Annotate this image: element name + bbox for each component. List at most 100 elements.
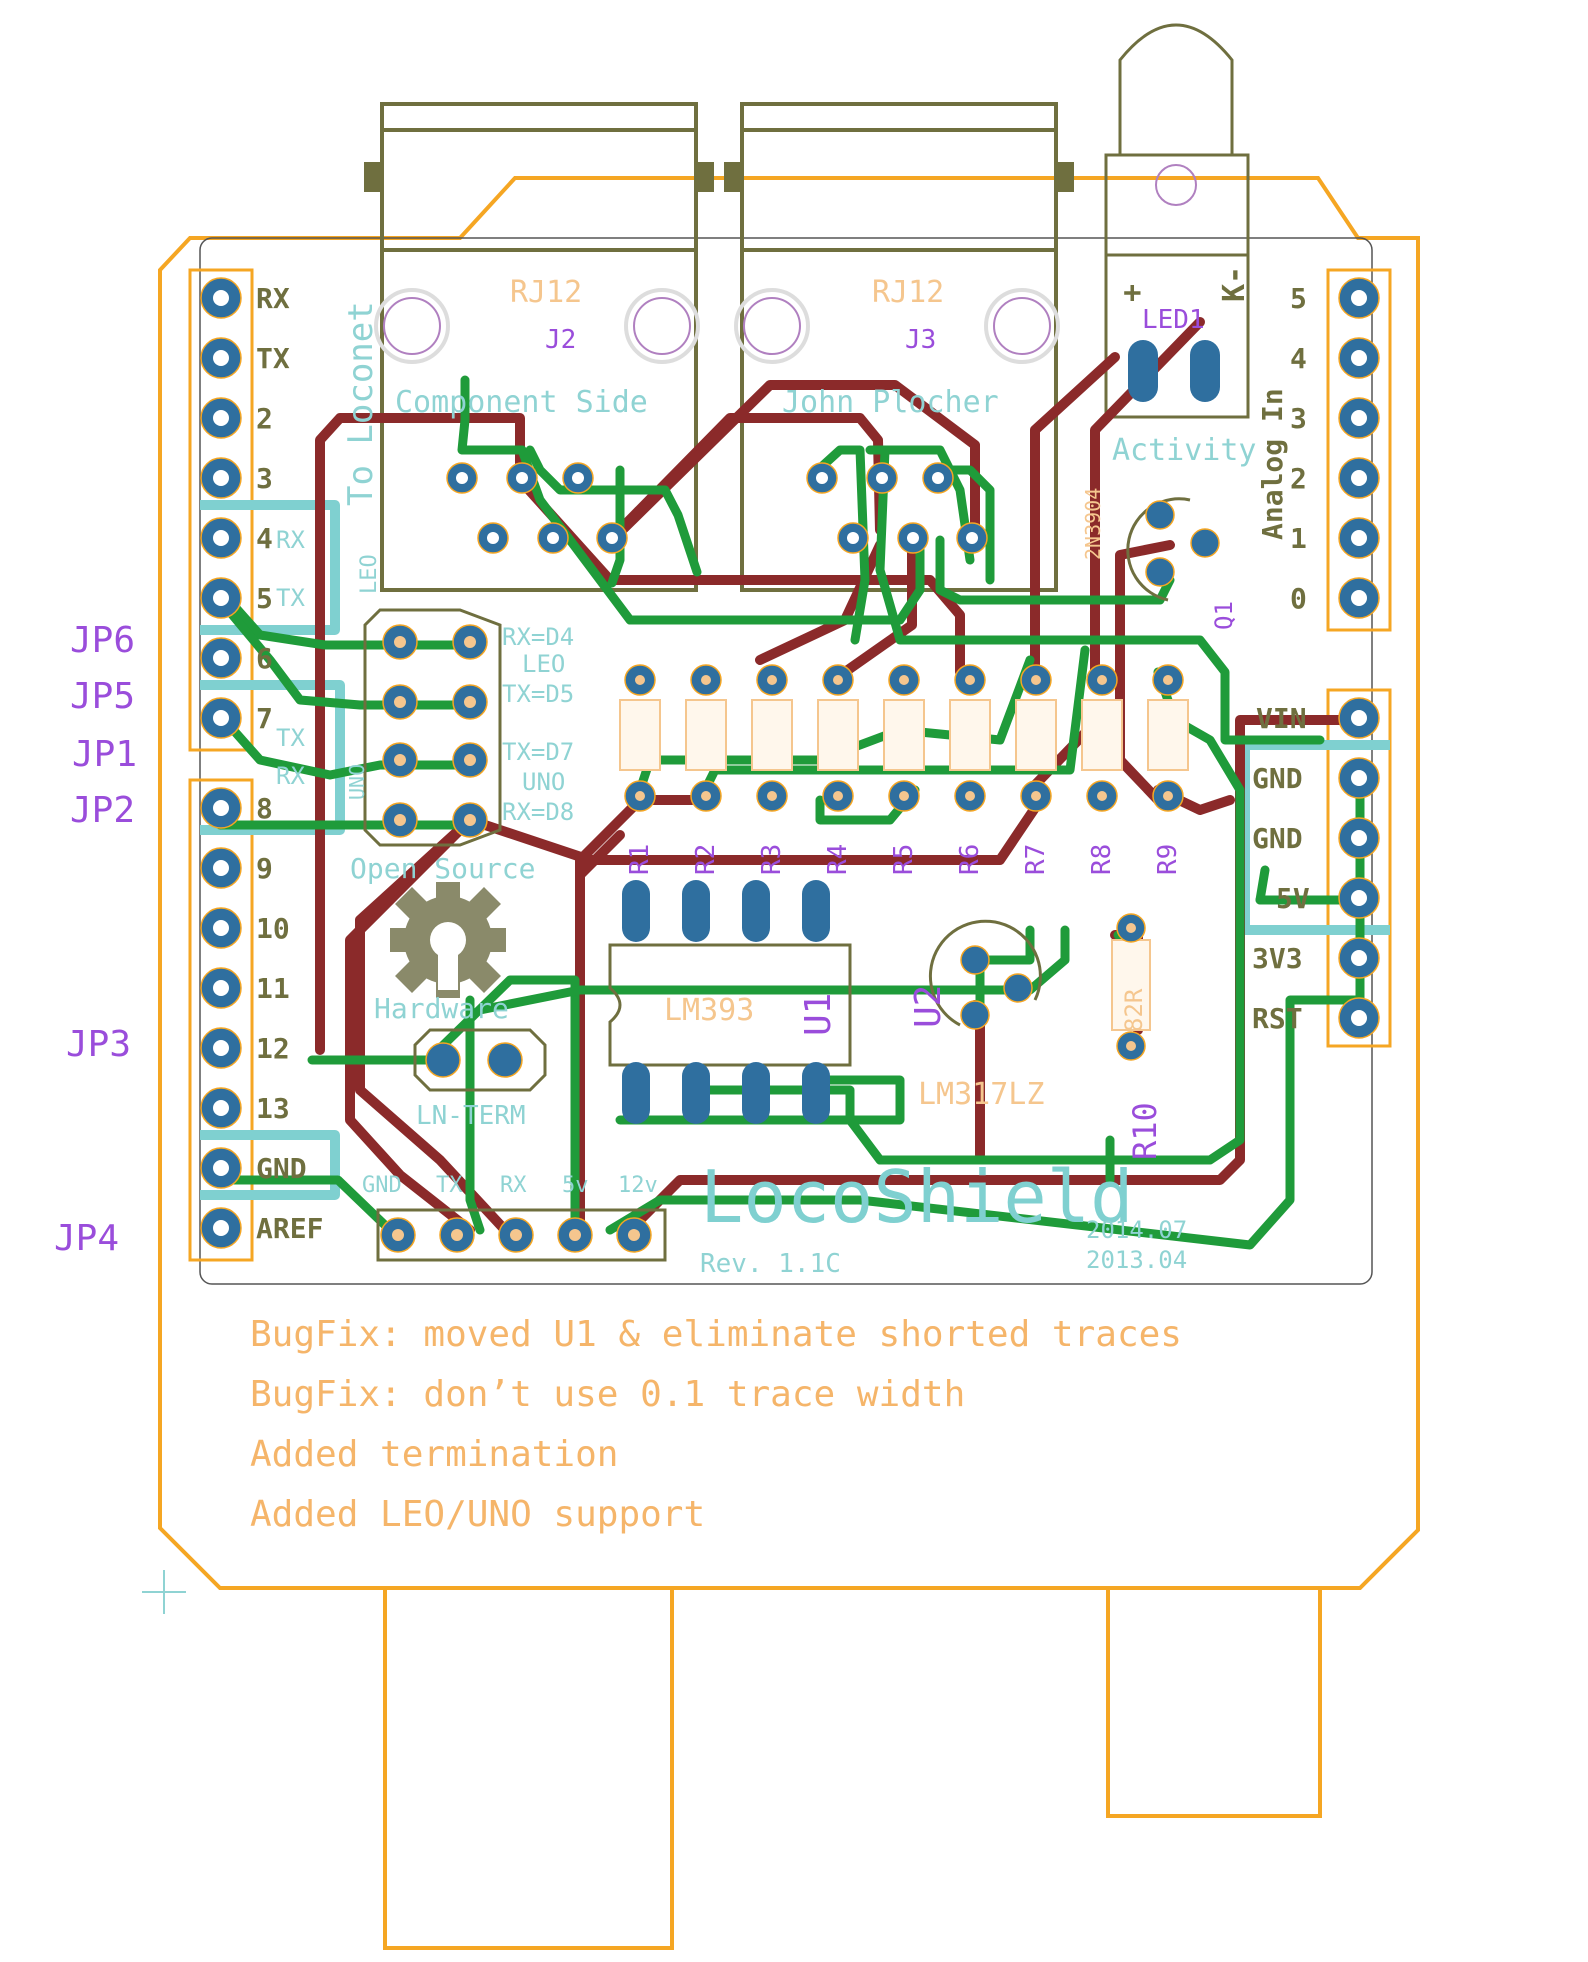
open-source-text: Open Source	[350, 852, 535, 885]
pin-label: 2	[1290, 462, 1307, 495]
pin-label: RX	[256, 282, 290, 315]
led-outline	[1104, 23, 1250, 419]
u2-regulator	[928, 919, 1042, 1030]
j3-value: RJ12	[872, 275, 944, 310]
hardware-text: Hardware	[374, 992, 509, 1025]
pin-label: 1	[1290, 522, 1307, 555]
led-name: LED1	[1142, 305, 1205, 335]
u2-name: U2	[908, 985, 949, 1028]
analog-header-pads	[1338, 277, 1380, 619]
pin-label: 13	[256, 1092, 290, 1125]
rx2-label: RX	[276, 762, 305, 790]
pin-label: 3	[256, 462, 273, 495]
u2-value: LM317LZ	[918, 1077, 1044, 1112]
pin-label: 8	[256, 792, 273, 825]
pin-label: 4	[1290, 342, 1307, 375]
jp1-label: JP1	[72, 734, 137, 775]
pin-label: 12	[256, 1032, 290, 1065]
led-plus: +	[1115, 284, 1150, 302]
uno-label: UNO	[522, 768, 565, 796]
r7-label: R7	[1021, 844, 1051, 875]
origin-cross	[142, 1570, 186, 1614]
u1-value: LM393	[664, 993, 754, 1028]
r10-value: 82R	[1120, 988, 1148, 1032]
date-2014: 2014.07	[1086, 1216, 1187, 1244]
resistor-pads	[624, 664, 1184, 1061]
tx-d5-label: TX=D5	[502, 680, 574, 708]
pin-label: 5	[256, 582, 273, 615]
pin-label: 5V	[1276, 882, 1310, 915]
q1-value: 2N3904	[1081, 488, 1105, 560]
analog-header-labels: 5 4 3 2 1 0 Analog In	[1256, 282, 1307, 615]
leo-label: LEO	[522, 650, 565, 678]
u1-name: U1	[798, 993, 839, 1036]
note-line: Added termination	[250, 1434, 618, 1475]
ln-term-jumper	[413, 1028, 547, 1092]
pin-label: VIN	[1256, 702, 1307, 735]
pin-label: AREF	[256, 1212, 323, 1245]
date-2013: 2013.04	[1086, 1246, 1187, 1274]
resistor-bodies	[619, 699, 1189, 1031]
pin-label: GND	[1252, 762, 1303, 795]
bottom-pin-gnd: GND	[362, 1173, 402, 1198]
r6-label: R6	[955, 844, 985, 875]
open-hardware-logo	[390, 882, 506, 998]
jumper-name-labels: JP6 JP5 JP1 JP2 JP3 JP4	[54, 620, 137, 1259]
rj12-pins	[446, 462, 988, 554]
bottom-pin-12v: 12v	[618, 1173, 658, 1198]
bottom-header	[376, 1208, 667, 1262]
rx-d4-label: RX=D4	[502, 623, 574, 651]
connector-labels: RJ12 J2 RJ12 J3 Component Side John Ploc…	[341, 275, 999, 594]
note-line: BugFix: don’t use 0.1 trace width	[250, 1374, 965, 1415]
jp3-label: JP3	[66, 1024, 131, 1065]
pin-label: 10	[256, 912, 290, 945]
author-text: John Plocher	[782, 385, 999, 420]
ic-labels: LM393 U1 U2 LM317LZ R10 82R	[664, 985, 1164, 1160]
pin-label: 3	[1290, 402, 1307, 435]
jp6-label: JP6	[70, 620, 135, 661]
leo-vertical-text: LEO	[357, 554, 382, 594]
r9-label: R9	[1153, 844, 1183, 875]
rx-d8-label: RX=D8	[502, 798, 574, 826]
ln-term-text: LN-TERM	[416, 1101, 526, 1131]
to-loconet-text: To Loconet	[341, 301, 381, 506]
bottom-pin-5v: 5v	[562, 1173, 589, 1198]
r3-label: R3	[757, 844, 787, 875]
tx2-label: TX	[276, 724, 305, 752]
pin-label: 9	[256, 852, 273, 885]
j2-value: RJ12	[510, 275, 582, 310]
top-layer-traces	[215, 375, 1373, 1250]
bugfix-notes: BugFix: moved U1 & eliminate shorted tra…	[250, 1314, 1182, 1535]
bottom-pin-tx: TX	[436, 1173, 463, 1198]
r2-label: R2	[691, 844, 721, 875]
r5-label: R5	[889, 844, 919, 875]
u1-ic	[608, 880, 852, 1124]
j3-name: J3	[905, 325, 936, 355]
r4-label: R4	[823, 844, 853, 875]
power-header-labels: VIN GND GND 5V 3V3 RST	[1252, 702, 1310, 1035]
jumper-block	[363, 608, 502, 847]
analog-in-title: Analog In	[1256, 388, 1289, 540]
pin-label: TX	[256, 342, 290, 375]
rx-label: RX	[276, 526, 305, 554]
pin-label: 6	[256, 642, 273, 675]
tx-d7-label: TX=D7	[502, 738, 574, 766]
pin-label: 2	[256, 402, 273, 435]
left-header-pads	[200, 277, 242, 1249]
pin-label: 4	[256, 522, 273, 555]
pin-label: 7	[256, 702, 273, 735]
jp4-label: JP4	[54, 1218, 119, 1259]
pin-label: 5	[1290, 282, 1307, 315]
misc-labels: Open Source Hardware LN-TERM GND TX RX 5…	[350, 852, 1187, 1279]
q1-transistor	[1126, 497, 1220, 602]
mounting-holes	[374, 288, 1060, 364]
pin-label: GND	[1252, 822, 1303, 855]
r10-name: R10	[1126, 1102, 1164, 1160]
pin-label: 3V3	[1252, 942, 1303, 975]
pin-label: 0	[1290, 582, 1307, 615]
inner-board-outline	[199, 237, 1373, 1285]
bottom-pin-rx: RX	[500, 1173, 527, 1198]
q1-name: Q1	[1210, 601, 1238, 630]
jp2-label: JP2	[70, 790, 135, 831]
jumper-block-labels: RX=D4 LEO TX=D5 TX=D7 UNO RX=D8 UNO RX T…	[276, 526, 574, 826]
